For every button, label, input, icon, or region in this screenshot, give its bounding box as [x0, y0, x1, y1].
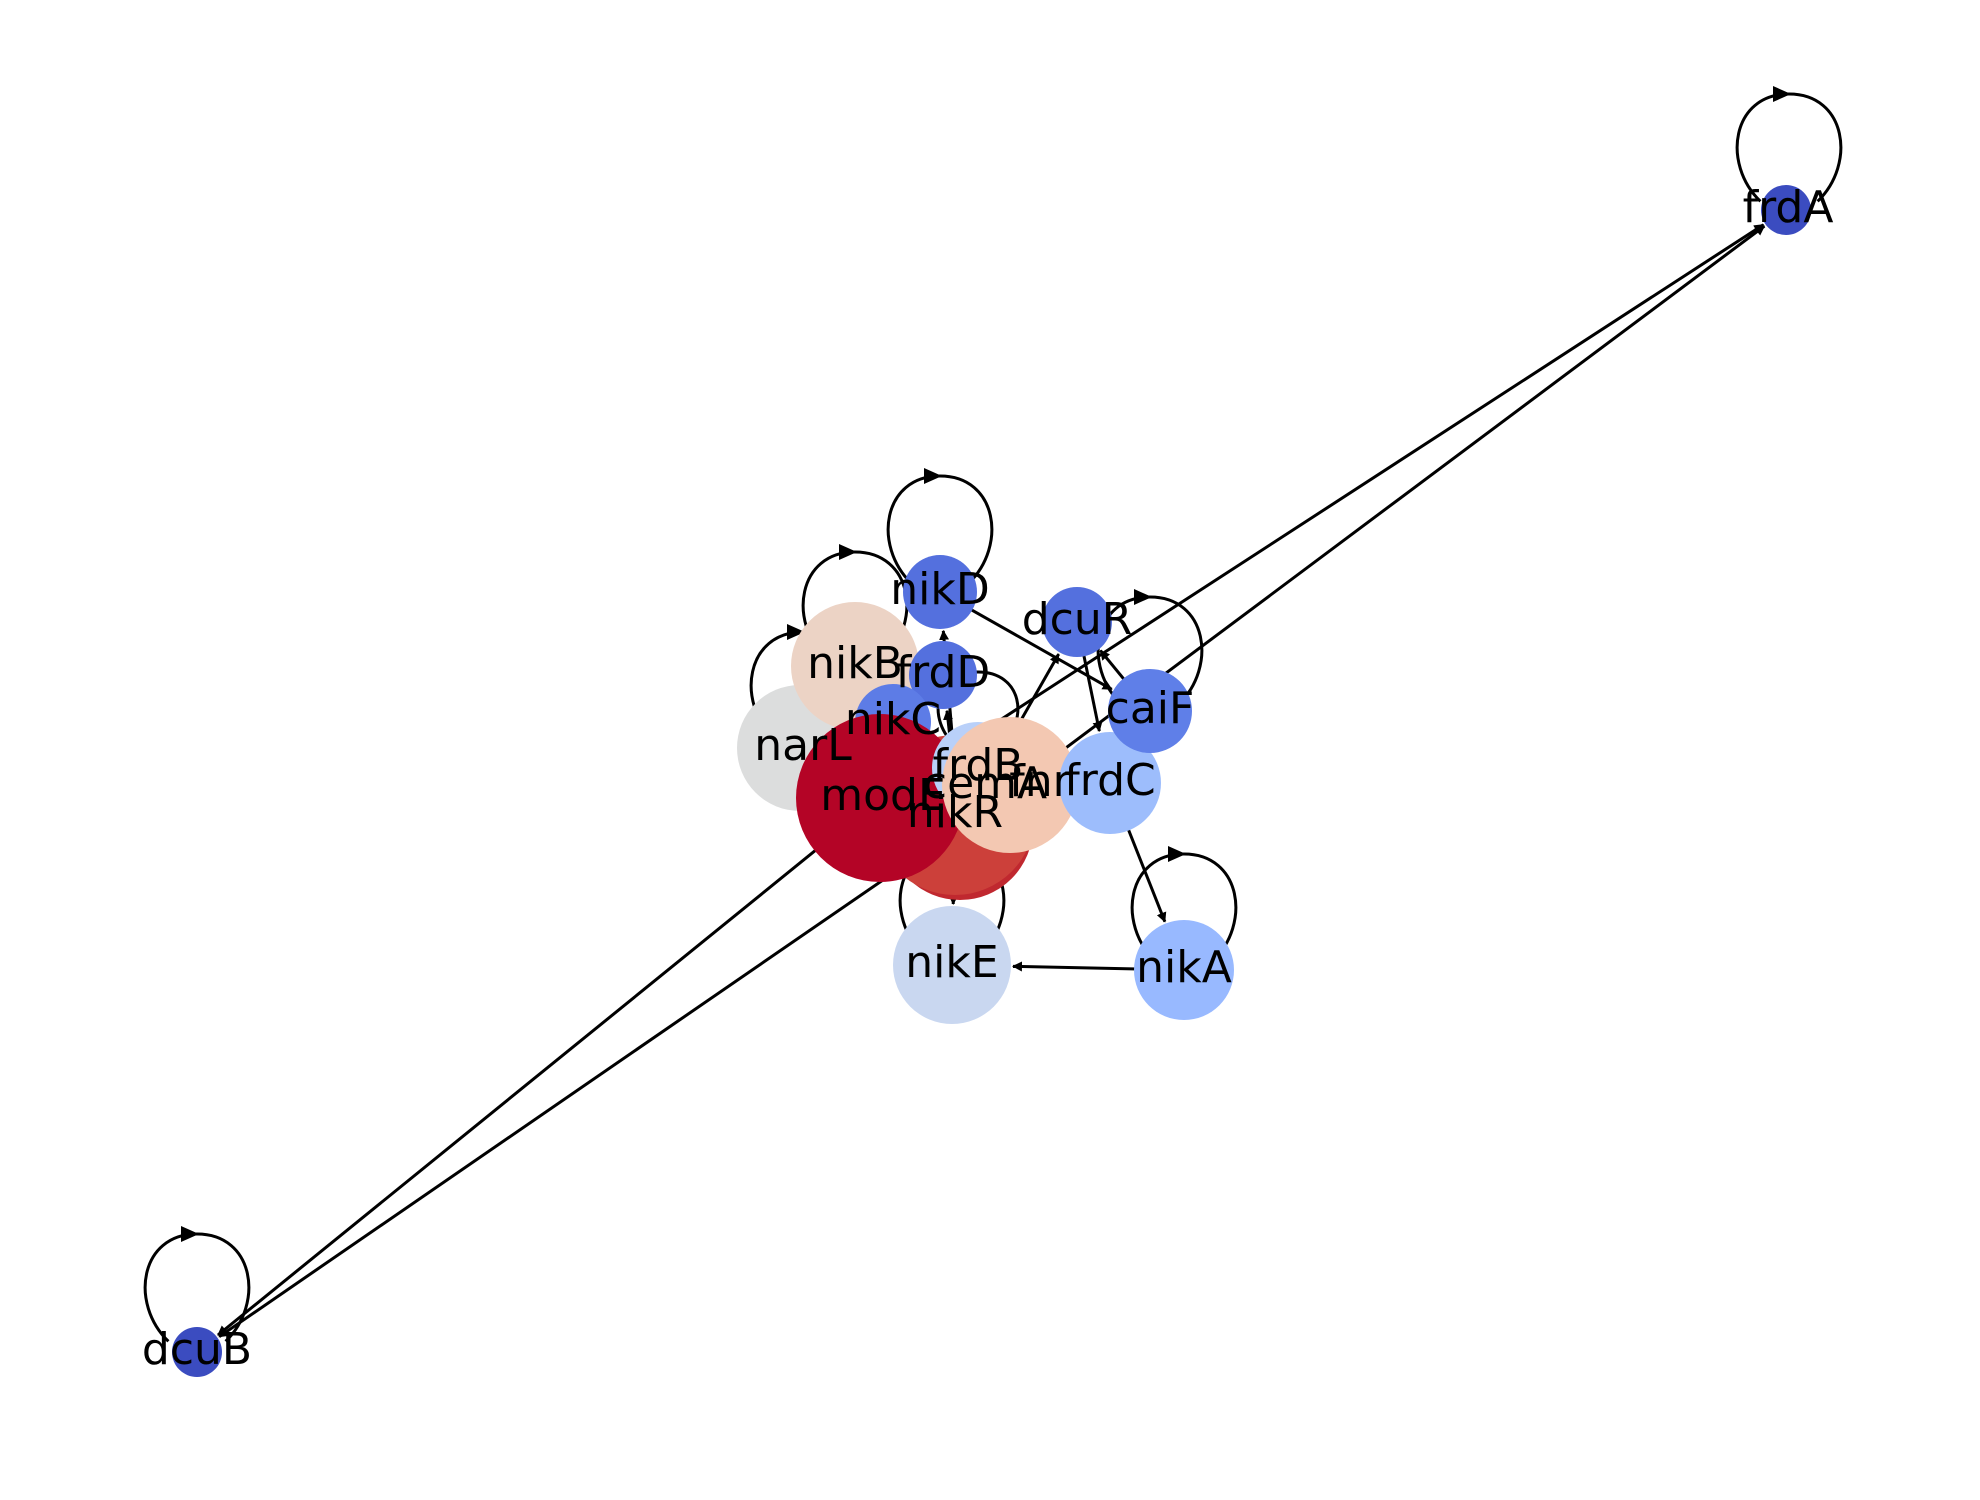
node-frdC[interactable]: [1059, 732, 1161, 834]
edges-layer: [143, 86, 1843, 1343]
node-label-cemA: cemA: [923, 758, 1047, 809]
node-label-caiF: caiF: [1106, 683, 1195, 734]
node-dcuB[interactable]: [172, 1327, 222, 1377]
node-dcuR[interactable]: [1042, 587, 1112, 657]
node-frdD[interactable]: [909, 641, 977, 709]
node-label-frdC: frdC: [1064, 755, 1155, 806]
node-label-nikC: nikC: [845, 694, 941, 745]
self-loop-arrowhead-nikA: [1168, 846, 1186, 862]
node-label-frdB: frdB: [933, 740, 1024, 791]
self-loop-arrowhead-narL: [787, 624, 805, 640]
node-label-frdA: frdA: [1743, 182, 1834, 233]
self-loop-arrowhead-caiF: [1134, 589, 1152, 605]
node-caiF[interactable]: [1108, 669, 1192, 753]
self-loop-arrowhead-nikD: [924, 468, 942, 484]
edge-modE-to-dcuB: [217, 807, 868, 1337]
self-loop-arrowhead-nikB: [839, 544, 857, 560]
node-label-nikB: nikB: [807, 638, 903, 689]
node-nikA[interactable]: [1134, 920, 1234, 1020]
node-frdA[interactable]: [1761, 185, 1811, 235]
edge-fnr-to-dcuB: [218, 834, 949, 1338]
self-loop-arrowhead-dcuB: [181, 1226, 199, 1242]
node-nikE[interactable]: [893, 906, 1011, 1024]
node-label-narL: narL: [754, 720, 852, 771]
node-label-nikE: nikE: [905, 937, 998, 988]
node-label-dcuR: dcuR: [1022, 594, 1133, 645]
edge-fnr-to-frdA: [970, 224, 1766, 820]
node-nikD[interactable]: [903, 555, 977, 629]
node-label-fnr: fnr: [1009, 756, 1071, 807]
nodes-layer: [172, 185, 1811, 1377]
node-label-nikD: nikD: [890, 564, 989, 615]
edge-nikD-to-caiF: [945, 594, 1113, 691]
node-label-dcuB: dcuB: [142, 1324, 252, 1375]
self-loop-arrowhead-frdA: [1773, 86, 1791, 102]
node-label-nikR: nikR: [907, 787, 1003, 838]
edge-modE-to-frdA: [893, 223, 1765, 791]
node-cemA[interactable]: [942, 717, 1078, 853]
node-modE[interactable]: [796, 714, 964, 882]
node-label-nikA: nikA: [1136, 942, 1232, 993]
node-label-frdD: frdD: [896, 647, 991, 698]
node-label-modE: modE: [820, 770, 946, 821]
